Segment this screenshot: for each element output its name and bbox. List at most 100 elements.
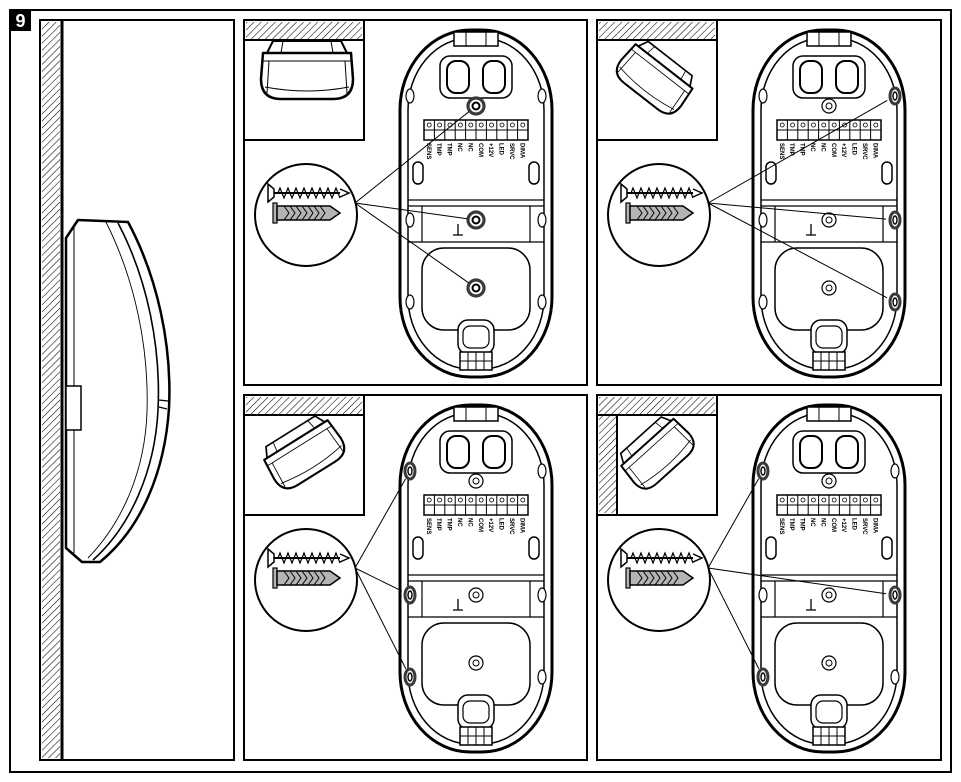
bottom-latch-grid bbox=[813, 352, 845, 370]
top-latch-ribs bbox=[818, 32, 840, 46]
terminal-screw bbox=[852, 497, 858, 503]
hole-rim bbox=[405, 88, 415, 104]
hole-rim bbox=[403, 461, 417, 481]
mounting-hole-used bbox=[888, 292, 902, 312]
hole-center bbox=[471, 283, 481, 293]
bottom-latch-grid bbox=[460, 352, 492, 370]
top-slot-frame bbox=[792, 430, 866, 474]
ceiling-hatching bbox=[246, 22, 362, 40]
hole-rim bbox=[821, 587, 837, 603]
mounting-hole-used bbox=[466, 278, 486, 298]
hole-rim bbox=[466, 210, 486, 230]
terminal-label: TMP bbox=[788, 518, 794, 531]
hole-rim bbox=[537, 294, 547, 310]
top-slot-right bbox=[835, 60, 859, 94]
terminal-label: TMP bbox=[435, 143, 441, 156]
hole-center bbox=[892, 297, 898, 307]
ceiling-hatching bbox=[599, 22, 715, 40]
wall-plug-body bbox=[629, 205, 695, 221]
terminal-label: COM bbox=[477, 518, 483, 532]
bracket-detail bbox=[626, 422, 664, 457]
terminal-screw bbox=[800, 122, 806, 128]
detector-housing bbox=[615, 43, 694, 115]
hole-center bbox=[471, 215, 481, 225]
top-slot-right bbox=[835, 435, 859, 469]
bottom-latch-window bbox=[815, 325, 843, 349]
mounting-hole bbox=[537, 463, 547, 479]
hole-rim bbox=[537, 669, 547, 685]
terminal-grid bbox=[777, 120, 881, 140]
hole-center bbox=[760, 466, 766, 476]
detector-side-shading bbox=[628, 426, 693, 488]
top-slot-frame bbox=[439, 430, 513, 474]
hole-rim bbox=[756, 461, 770, 481]
screw-head bbox=[620, 182, 628, 204]
terminal-label: SRVC bbox=[861, 518, 867, 535]
hole-rim bbox=[821, 280, 837, 296]
wall-plug-body bbox=[276, 570, 342, 586]
bottom-latch-window bbox=[462, 325, 490, 349]
terminal-screw bbox=[873, 497, 879, 503]
leader-line bbox=[354, 478, 406, 569]
screw-icon bbox=[267, 547, 351, 569]
wall-plug-ribs bbox=[636, 205, 679, 221]
mounting-hole bbox=[890, 463, 900, 479]
bracket-detail bbox=[647, 46, 687, 80]
mounting-hole bbox=[758, 294, 768, 310]
wall-plug-ribs bbox=[283, 570, 326, 586]
mounting-hole-used bbox=[888, 86, 902, 106]
hole-rim bbox=[821, 473, 837, 489]
mounting-hole bbox=[468, 655, 484, 671]
screw-head bbox=[620, 547, 628, 569]
hole-center bbox=[407, 672, 413, 682]
detector-side-shading bbox=[266, 60, 348, 94]
terminal-screw bbox=[499, 497, 505, 503]
orientation-inset bbox=[596, 19, 718, 141]
terminal-screw bbox=[437, 122, 443, 128]
detector-cover-seam bbox=[267, 425, 332, 466]
figure-number-box bbox=[10, 10, 31, 31]
fixing-kit-magnifier bbox=[254, 163, 358, 267]
hole-center bbox=[825, 477, 833, 485]
fixing-kit-magnifier bbox=[607, 163, 711, 267]
orientation-inset bbox=[243, 394, 365, 516]
mounting-hole-used bbox=[403, 585, 417, 605]
terminal-label: NC bbox=[456, 518, 462, 527]
mounting-hole bbox=[821, 212, 837, 228]
housing-outline bbox=[751, 403, 907, 754]
terminal-label: +12V bbox=[487, 518, 493, 532]
terminal-label: LED bbox=[851, 518, 857, 531]
wall-plug-icon bbox=[625, 567, 695, 589]
leader-line bbox=[707, 567, 760, 670]
terminal-label: LED bbox=[498, 518, 504, 531]
terminal-grid bbox=[424, 120, 528, 140]
terminal-screw bbox=[468, 122, 474, 128]
terminal-label: DIMA bbox=[518, 143, 524, 159]
leader-line bbox=[354, 202, 469, 284]
mounting-hole bbox=[821, 98, 837, 114]
hole-rim bbox=[888, 210, 902, 230]
hole-center bbox=[825, 659, 833, 667]
hole-center bbox=[472, 477, 480, 485]
terminal-screw bbox=[831, 497, 837, 503]
screw-head bbox=[267, 182, 275, 204]
terminal-screw bbox=[821, 497, 827, 503]
mounting-hole bbox=[405, 88, 415, 104]
leader-line bbox=[354, 111, 470, 204]
mounting-hole bbox=[758, 212, 768, 228]
screw-tip bbox=[339, 188, 351, 198]
mounting-bracket bbox=[266, 40, 348, 54]
wall-plug-icon bbox=[625, 202, 695, 224]
terminal-grid bbox=[777, 495, 881, 515]
hole-center bbox=[472, 591, 480, 599]
level-mark-icon bbox=[453, 599, 463, 611]
mounting-rail bbox=[761, 574, 897, 618]
terminal-screw bbox=[779, 497, 785, 503]
leader-lines bbox=[707, 100, 888, 299]
terminal-screw bbox=[811, 122, 816, 128]
mounting-hole bbox=[537, 587, 547, 603]
mounting-hole bbox=[758, 587, 768, 603]
hole-center bbox=[760, 672, 766, 682]
